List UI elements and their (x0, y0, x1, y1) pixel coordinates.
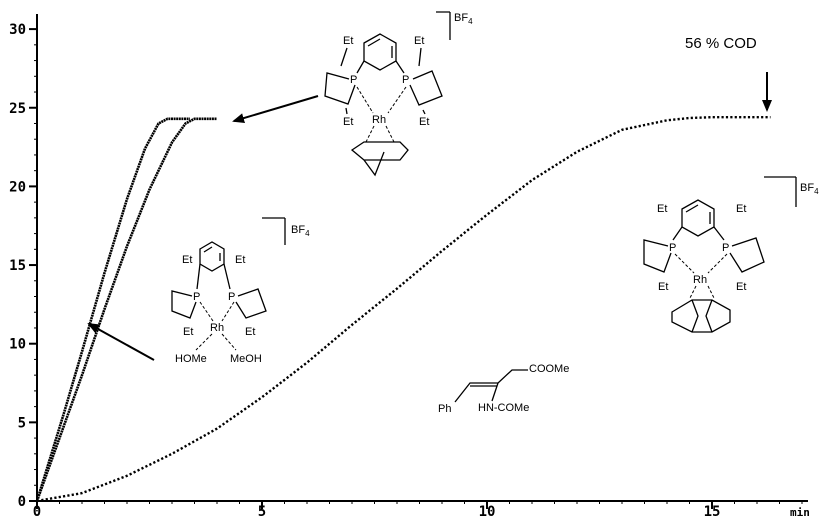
svg-text:Et: Et (419, 116, 429, 128)
y-tick-label: 10 (9, 337, 26, 353)
svg-text:Ph: Ph (438, 403, 451, 415)
phosphorus-right: P (402, 74, 409, 86)
svg-text:Et: Et (343, 35, 353, 47)
series-line-3 (36, 115, 771, 503)
svg-text:Rh: Rh (210, 322, 224, 334)
svg-text:HN-COMe: HN-COMe (478, 402, 529, 414)
svg-text:Et: Et (736, 281, 746, 293)
series-line-2 (35, 117, 217, 502)
methanol-ligand-left: HOMe (175, 353, 207, 365)
y-tick-label: 20 (9, 179, 26, 195)
y-tick-label: 25 (9, 101, 26, 117)
y-tick-label: 30 (9, 22, 26, 38)
x-tick-label: 0 (33, 504, 41, 520)
svg-text:BF4: BF4 (291, 224, 310, 238)
tick-labels: 0 5 10 15 0 5 10 15 20 25 30 (9, 22, 720, 520)
y-tick-label: 0 (18, 494, 26, 510)
major-ticks (29, 28, 713, 509)
svg-text:Et: Et (414, 35, 424, 47)
arrow-to-fast-curve (232, 95, 319, 123)
arrow-to-methanol-curve (87, 323, 155, 361)
substrate-structure: COOMe HN-COMe Ph (438, 363, 569, 415)
minor-ticks (34, 28, 803, 504)
nbd-rhodium-complex: BF4 P P Et Et Et Et Rh (324, 11, 473, 177)
svg-text:Et: Et (658, 281, 668, 293)
phosphorus-left: P (350, 74, 357, 86)
series-layer (35, 115, 771, 503)
svg-text:Et: Et (657, 203, 667, 215)
series-line-1 (35, 117, 190, 502)
svg-text:P: P (193, 291, 200, 303)
svg-text:COOMe: COOMe (529, 363, 569, 375)
svg-text:P: P (228, 291, 235, 303)
x-tick-label: 10 (479, 504, 496, 520)
svg-text:Et: Et (245, 326, 255, 338)
methanol-rhodium-complex: BF4 P P Et Et Et Et Rh HOMe MeOH (171, 217, 310, 365)
x-tick-label: 15 (704, 504, 721, 520)
y-tick-label: 5 (18, 415, 26, 431)
methanol-ligand-right: MeOH (230, 353, 262, 365)
counterion-label: BF4 (454, 12, 473, 26)
x-tick-label: 5 (258, 504, 266, 520)
svg-text:Et: Et (235, 254, 245, 266)
rhodium-atom: Rh (372, 114, 386, 126)
svg-text:Et: Et (343, 116, 353, 128)
svg-text:Rh: Rh (693, 274, 707, 286)
cod-rhodium-complex: BF4 P P Et Et Et Et Rh (643, 176, 819, 333)
y-tick-label: 15 (9, 258, 26, 274)
svg-text:Et: Et (183, 326, 193, 338)
svg-text:Et: Et (736, 203, 746, 215)
svg-text:BF4: BF4 (800, 182, 819, 196)
x-axis-unit-label: min (790, 506, 810, 519)
cod-label: 56 % COD (685, 35, 757, 52)
svg-text:Et: Et (182, 254, 192, 266)
svg-text:P: P (722, 242, 729, 254)
svg-text:P: P (669, 242, 676, 254)
